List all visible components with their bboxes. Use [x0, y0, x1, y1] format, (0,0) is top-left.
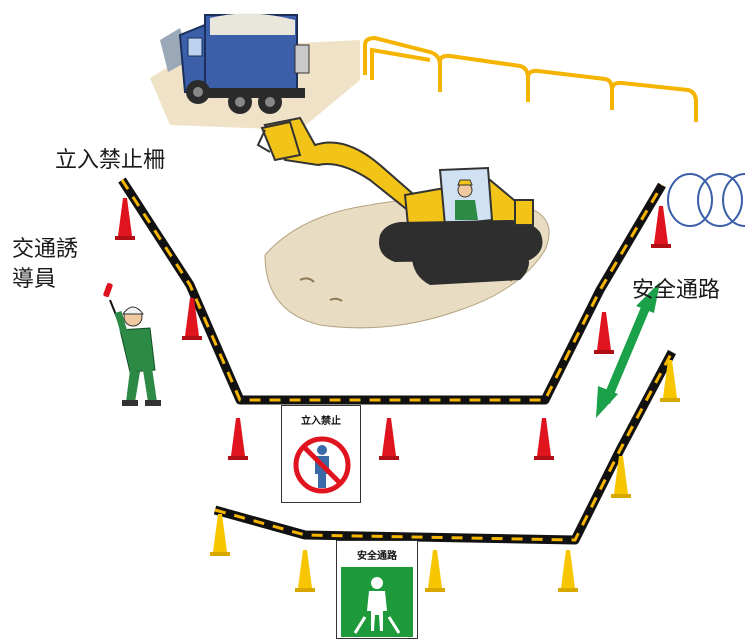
- excavator-icon: [256, 116, 550, 329]
- safe-passage-label: 安全通路: [632, 278, 721, 303]
- safe-passage-barrier: [213, 349, 676, 545]
- pedestrian-icon: [341, 567, 413, 637]
- traffic-cone-icon: [295, 550, 315, 592]
- no-entry-sign: 立入禁止: [281, 405, 361, 503]
- traffic-cone-icon: [425, 550, 445, 592]
- traffic-guide-worker-icon: [103, 282, 161, 406]
- traffic-guide-label-line1: 交通誘: [12, 237, 79, 262]
- traffic-cone-icon: [594, 312, 614, 354]
- no-entry-sign-title: 立入禁止: [301, 416, 341, 427]
- traffic-cone-icon: [651, 206, 671, 248]
- no-entry-icon: [293, 436, 351, 494]
- arch-fence: [363, 35, 698, 122]
- traffic-cone-icon: [379, 418, 399, 460]
- coil-barrier: [667, 173, 745, 227]
- traffic-guide-label-line2: 導員: [12, 267, 57, 292]
- safe-path-sign: 安全通路: [336, 540, 418, 639]
- dump-truck-icon: [150, 13, 360, 130]
- traffic-cone-icon: [228, 418, 248, 460]
- traffic-cone-icon: [558, 550, 578, 592]
- traffic-cone-icon: [534, 418, 554, 460]
- restricted-fence-label: 立入禁止柵: [55, 148, 166, 173]
- traffic-cone-icon: [210, 514, 230, 556]
- two-way-arrow-icon: [596, 282, 660, 418]
- restricted-barrier: [118, 177, 666, 405]
- traffic-cone-icon: [115, 198, 135, 240]
- safe-path-sign-title: 安全通路: [357, 551, 397, 562]
